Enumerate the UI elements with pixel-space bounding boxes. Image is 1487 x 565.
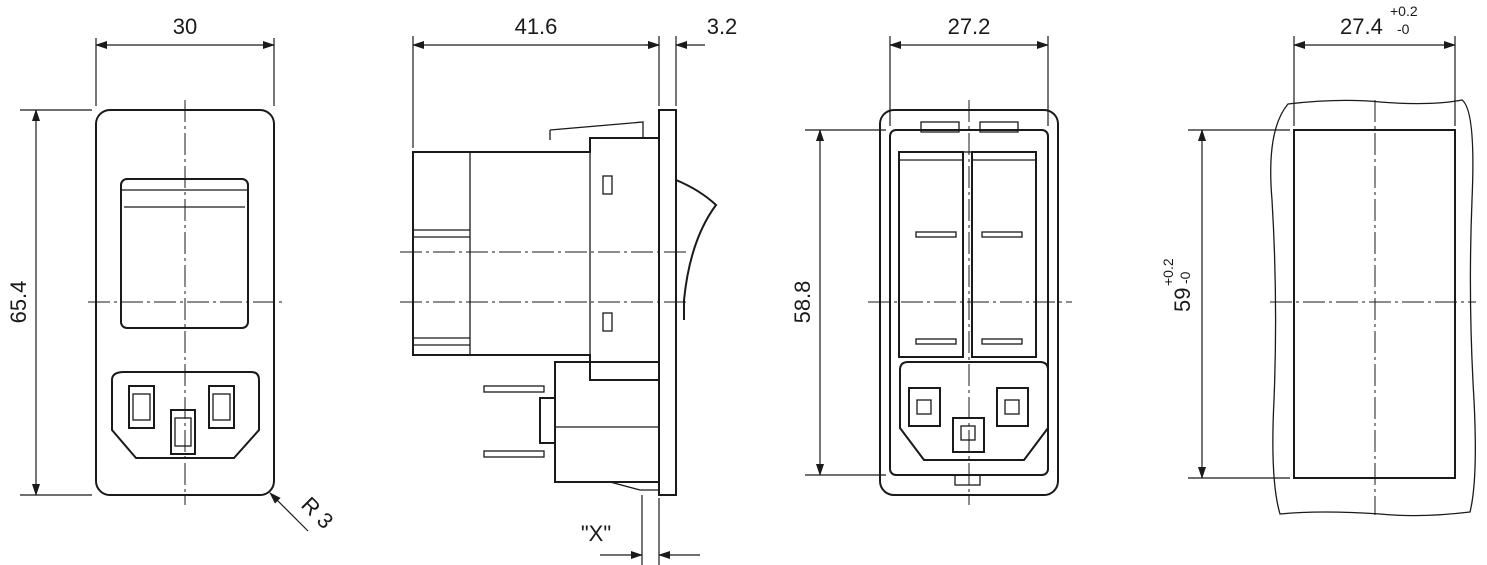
front-width-label: 30 (173, 14, 197, 39)
terminal-lower (483, 450, 545, 458)
contact-left (898, 151, 964, 358)
cutout-height-tol-minus: -0 (1177, 271, 1193, 284)
front-height-label: 65.4 (6, 281, 31, 324)
cutout-view: 27.4 +0.2 -0 59 +0.2 -0 (1160, 3, 1476, 517)
radius-label: R 3 (296, 492, 338, 534)
depth-label: 41.6 (515, 14, 558, 39)
contact-right (971, 151, 1037, 358)
cutout-width-value: 27.4 (1340, 14, 1383, 39)
panel-break-outline (1270, 99, 1476, 517)
switch-body (412, 137, 660, 381)
rocker (675, 179, 718, 320)
cutout-height-value: 59 (1170, 288, 1195, 312)
iec-inlet-outline (111, 371, 260, 459)
cutout-width-tol-minus: -0 (1397, 21, 1410, 37)
pin-right (208, 385, 235, 429)
x-label: "X" (581, 521, 611, 546)
rear-width-label: 27.2 (948, 14, 991, 39)
terminal-upper (483, 385, 545, 393)
side-view: 41.6 3.2 "X" (400, 14, 737, 565)
rear-view: 27.2 58.8 (790, 14, 1072, 505)
cutout-height-tol-plus: +0.2 (1160, 258, 1176, 286)
pin-earth (170, 409, 196, 455)
cutout-width-tol-plus: +0.2 (1390, 3, 1418, 19)
flange-label: 3.2 (707, 14, 738, 39)
inlet-rear (899, 361, 1049, 461)
pin-left (128, 385, 155, 429)
front-view: 30 65.4 R 3 (6, 14, 338, 534)
rear-height-label: 58.8 (790, 281, 815, 324)
